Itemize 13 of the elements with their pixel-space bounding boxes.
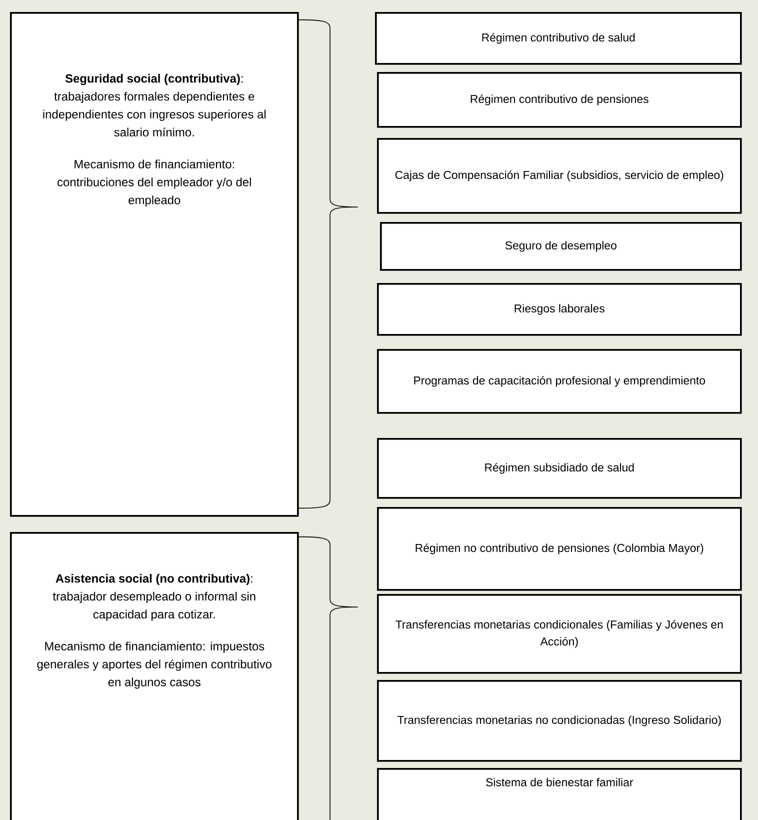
- program-box: Cajas de Compensación Familiar (subsidios, servicio de empleo): [377, 138, 742, 214]
- program-box: Programas de capacitación profesional y emprendimiento: [377, 349, 742, 414]
- program-box: Régimen subsidiado de salud: [377, 438, 742, 499]
- program-box: Transferencias monetarias no condicionadas (Ingreso Solidario): [377, 680, 742, 762]
- program-box: Sistema de bienestar familiar: [377, 768, 742, 820]
- category-box: Asistencia social (no contributiva): trabajador desempleado o informal sin capacidad para cotizar. Mecanismo de financiamiento: impuestos generales y aportes del régimen contributivo en algunos casos: [10, 532, 299, 820]
- program-box: Régimen contributivo de pensiones: [377, 72, 742, 128]
- program-box: Riesgos laborales: [377, 283, 742, 336]
- program-box: Régimen no contributivo de pensiones (Colombia Mayor): [377, 507, 742, 591]
- program-box: Transferencias monetarias condicionales (Familias y Jóvenes en Acción): [377, 594, 742, 674]
- program-box: Seguro de desempleo: [380, 222, 742, 271]
- category-box: Seguridad social (contributiva): trabajadores formales dependientes e independientes con ingresos superiores al salario mínimo. Mecanismo de financiamiento: contribuciones del empleador y/o del empleado: [10, 12, 299, 517]
- program-box: Régimen contributivo de salud: [375, 12, 742, 65]
